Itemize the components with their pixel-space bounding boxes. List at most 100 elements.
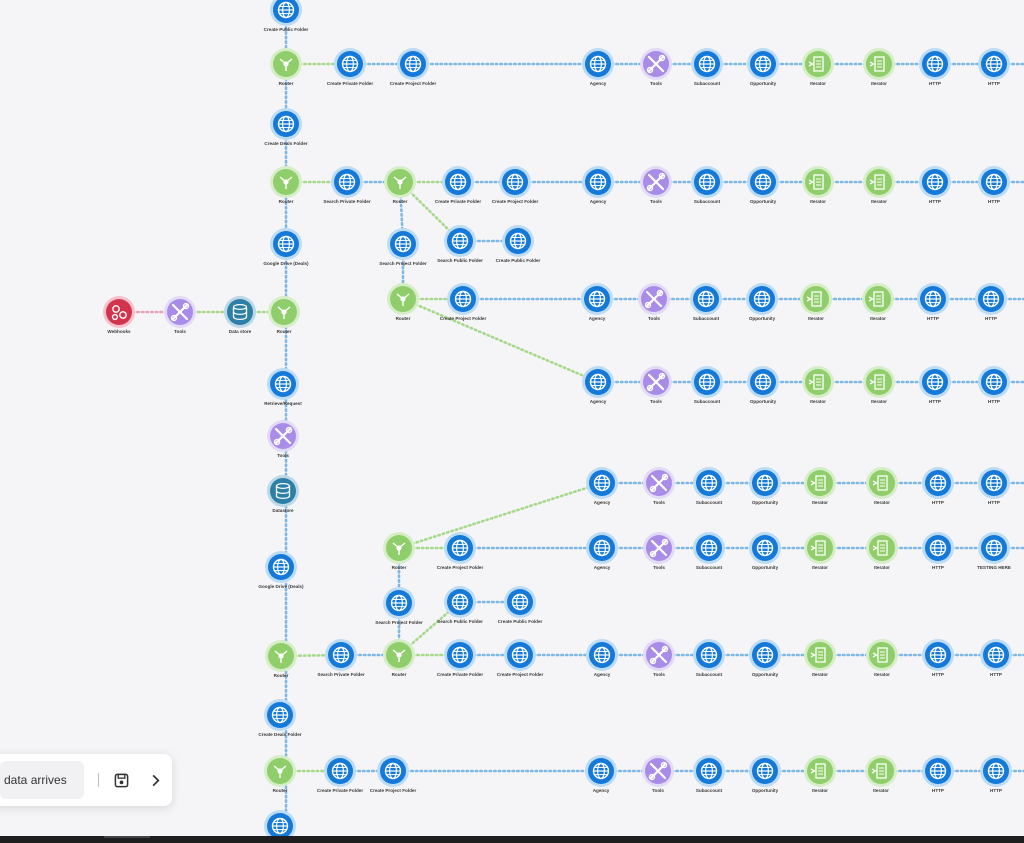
route-link[interactable] <box>397 481 604 550</box>
module-opportunity[interactable]: Opportunity <box>747 166 779 204</box>
route-link[interactable] <box>401 297 600 384</box>
module-iterator[interactable]: Iterator <box>804 755 836 793</box>
module-tools[interactable]: Tools <box>640 366 672 404</box>
module-iterator[interactable]: Iterator <box>862 283 894 321</box>
module-create-project-folder[interactable]: Create Project Folder <box>497 639 544 677</box>
module-create-project-folder[interactable]: Create Project Folder <box>437 532 484 570</box>
save-button[interactable] <box>109 768 133 792</box>
module-create-private-folder[interactable]: Create Private Folder <box>317 755 363 793</box>
module-agency[interactable]: Agency <box>586 467 618 505</box>
module-iterator[interactable]: Iterator <box>804 532 836 570</box>
module-http[interactable]: HTTP <box>922 755 954 793</box>
module-iterator[interactable]: Iterator <box>865 755 897 793</box>
module-subaccount[interactable]: Subaccount <box>691 48 723 86</box>
module-bubble[interactable] <box>270 478 296 504</box>
module-iterator[interactable]: Iterator <box>863 166 895 204</box>
module-iterator[interactable]: Iterator <box>802 166 834 204</box>
module-router[interactable]: Router <box>270 166 302 204</box>
module-router[interactable]: Router <box>268 296 300 334</box>
module-datastore[interactable]: Datastore <box>267 475 299 513</box>
module-retrieve-request[interactable]: Retrieve/Request <box>264 368 302 406</box>
module-http[interactable]: HTTP <box>919 166 951 204</box>
module-http[interactable]: HTTP <box>978 166 1010 204</box>
module-tools[interactable]: Tools <box>640 48 672 86</box>
module-http[interactable]: HTTP <box>922 467 954 505</box>
module-search-public-folder[interactable]: Search Public Folder <box>437 225 483 263</box>
module-create-project-folder[interactable]: Create Project Folder <box>492 166 539 204</box>
module-google-drive-deals[interactable]: Google Drive (Deals) <box>258 551 304 589</box>
module-http[interactable]: HTTP <box>978 48 1010 86</box>
module-iterator[interactable]: Iterator <box>863 48 895 86</box>
module-subaccount[interactable]: Subaccount <box>693 755 725 793</box>
module-router[interactable]: Router <box>387 283 419 321</box>
module-iterator[interactable]: Iterator <box>863 366 895 404</box>
module-data-store[interactable]: Data store <box>224 296 256 334</box>
module-http[interactable]: HTTP <box>980 639 1012 677</box>
module-tools[interactable]: Tools <box>642 755 674 793</box>
module-agency[interactable]: Agency <box>585 755 617 793</box>
module-subaccount[interactable]: Subaccount <box>693 639 725 677</box>
module-iterator[interactable]: Iterator <box>802 48 834 86</box>
module-opportunity[interactable]: Opportunity <box>746 283 778 321</box>
scrollbar-thumb[interactable] <box>104 836 150 838</box>
module-http[interactable]: HTTP <box>917 283 949 321</box>
module-router[interactable]: Router <box>270 48 302 86</box>
module-search-private-folder[interactable]: Search Private Folder <box>323 166 371 204</box>
module-router[interactable]: Router <box>384 166 416 204</box>
trigger-status-chip[interactable]: data arrives <box>0 761 84 799</box>
module-bubble[interactable] <box>227 299 253 325</box>
module-iterator[interactable]: Iterator <box>802 366 834 404</box>
module-create-project-folder[interactable]: Create Project Folder <box>370 755 417 793</box>
module-create-public-folder[interactable]: Create Public Folder <box>498 586 543 624</box>
module-subaccount[interactable]: Subaccount <box>690 283 722 321</box>
module-tools[interactable]: Tools <box>643 467 675 505</box>
module-http[interactable]: HTTP <box>922 532 954 570</box>
module-tools[interactable]: Tools <box>643 532 675 570</box>
module-opportunity[interactable]: Opportunity <box>749 532 781 570</box>
module-http[interactable]: HTTP <box>919 48 951 86</box>
module-webhooks[interactable]: Webhooks <box>103 296 135 334</box>
module-search-project-folder[interactable]: Search Project Folder <box>375 587 423 625</box>
module-opportunity[interactable]: Opportunity <box>749 639 781 677</box>
module-google-drive-deals[interactable]: Google Drive (Deals) <box>263 228 309 266</box>
module-create-project-folder[interactable]: Create Project Folder <box>390 48 437 86</box>
module-iterator[interactable]: Iterator <box>866 639 898 677</box>
module-subaccount[interactable]: Subaccount <box>693 532 725 570</box>
module-opportunity[interactable]: Opportunity <box>749 467 781 505</box>
module-iterator[interactable]: Iterator <box>866 532 898 570</box>
module-agency[interactable]: Agency <box>581 283 613 321</box>
module-iterator[interactable]: Iterator <box>804 467 836 505</box>
module-create-private-folder[interactable]: Create Private Folder <box>327 48 373 86</box>
module-iterator[interactable]: Iterator <box>800 283 832 321</box>
module-create-public-folder[interactable]: Create Public Folder <box>496 225 541 263</box>
module-agency[interactable]: Agency <box>582 166 614 204</box>
module-opportunity[interactable]: Opportunity <box>747 366 779 404</box>
module-create-public-folder[interactable]: Create Public Folder <box>264 0 309 32</box>
module-router[interactable]: Router <box>264 755 296 793</box>
module-subaccount[interactable]: Subaccount <box>691 366 723 404</box>
module-iterator[interactable]: Iterator <box>804 639 836 677</box>
module-tools[interactable]: Tools <box>640 166 672 204</box>
module-agency[interactable]: Agency <box>586 532 618 570</box>
module-tools[interactable]: Tools <box>643 639 675 677</box>
module-http[interactable]: HTTP <box>919 366 951 404</box>
module-http[interactable]: HTTP <box>975 283 1007 321</box>
module-bubble[interactable] <box>106 299 132 325</box>
module-http[interactable]: HTTP <box>980 755 1012 793</box>
module-agency[interactable]: Agency <box>582 48 614 86</box>
module-search-project-folder[interactable]: Search Project Folder <box>379 228 427 266</box>
module-http[interactable]: HTTP <box>922 639 954 677</box>
module-create-deals-folder[interactable]: Create Deals Folder <box>258 699 302 737</box>
module-http[interactable]: HTTP <box>264 810 296 843</box>
module-router[interactable]: Router <box>383 532 415 570</box>
module-agency[interactable]: Agency <box>582 366 614 404</box>
module-subaccount[interactable]: Subaccount <box>693 467 725 505</box>
module-router[interactable]: Router <box>265 640 297 678</box>
module-agency[interactable]: Agency <box>586 639 618 677</box>
module-search-public-folder[interactable]: Search Public Folder <box>437 586 483 624</box>
module-testing-here[interactable]: TESTING HERE <box>977 532 1011 570</box>
module-create-private-folder[interactable]: Create Private Folder <box>437 639 483 677</box>
module-opportunity[interactable]: Opportunity <box>747 48 779 86</box>
module-http[interactable]: HTTP <box>978 366 1010 404</box>
